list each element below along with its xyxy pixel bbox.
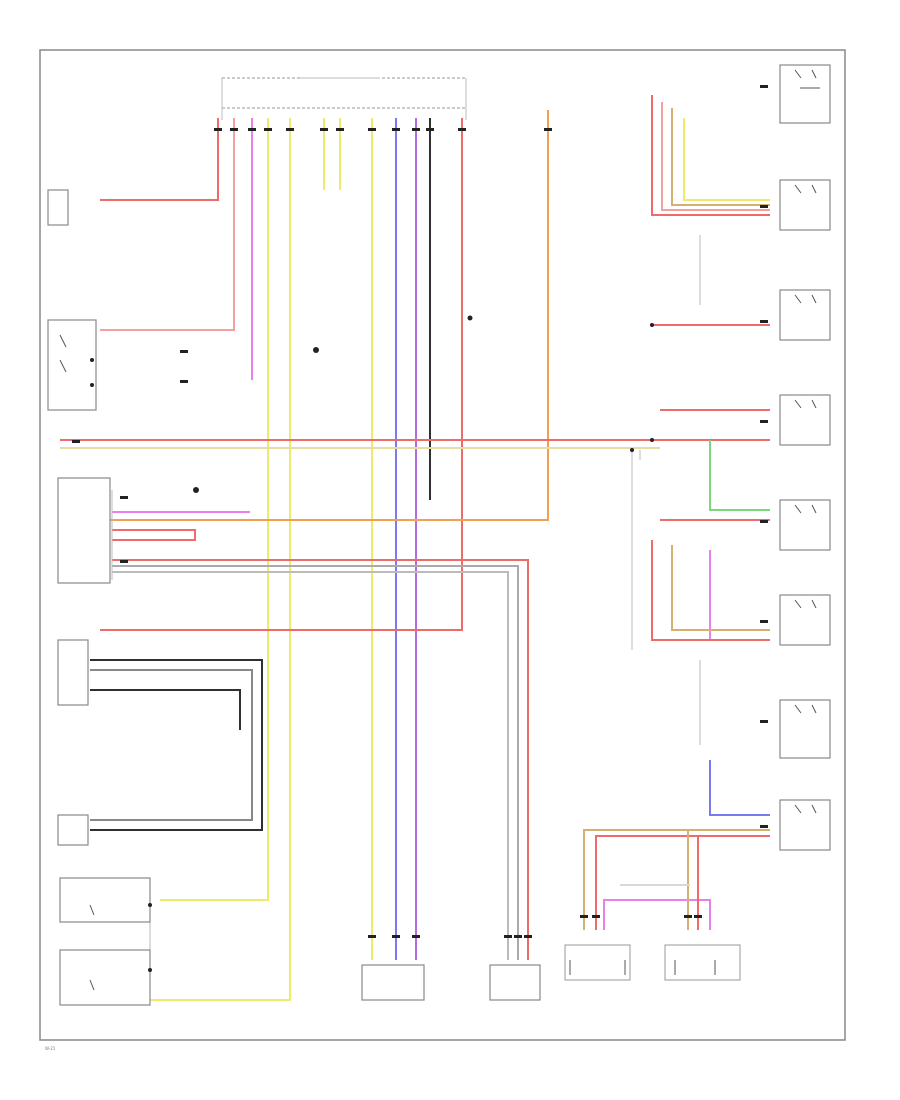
right-module-2 (779, 179, 831, 231)
wire-red-trunk-right (100, 118, 463, 631)
wire-yellow-1 (160, 118, 269, 901)
wire-red-mid (112, 559, 529, 960)
wire-magenta-right (709, 550, 770, 641)
connector-pins (72, 85, 768, 938)
splice-points (90, 315, 654, 972)
left-lower-module (57, 639, 89, 706)
right-module-6 (779, 594, 831, 646)
right-module-8 (779, 799, 831, 851)
module-symbols (59, 69, 820, 991)
left-central-module (57, 477, 111, 584)
wire-pink-1 (100, 118, 235, 331)
signal-lines (111, 235, 701, 1005)
wire-tan-right-vert (671, 108, 770, 206)
wire-yellow-2 (150, 118, 291, 1001)
wire-orange-1 (100, 110, 549, 521)
fuse-box (221, 77, 467, 120)
right-module-7 (779, 699, 831, 759)
wire-red-loop (651, 540, 770, 641)
left-bottom-box-2 (59, 949, 151, 1006)
wire-gray-mid-2 (112, 571, 509, 960)
wire-orange-sensor (583, 829, 770, 930)
wire-red-sensor (595, 835, 770, 930)
bottom-module-a (361, 964, 425, 1001)
wire-red-right-vert (651, 95, 770, 216)
right-module-5 (779, 499, 831, 551)
left-module-top (47, 189, 69, 226)
wires (60, 95, 770, 1001)
figure-id: W-21 (45, 1046, 56, 1051)
left-bottom-box-1 (59, 877, 151, 923)
components (47, 64, 831, 1006)
wire-black-loop-3 (90, 689, 241, 730)
right-module-4 (779, 394, 831, 446)
right-module-3 (779, 289, 831, 341)
bottom-sensor-b (664, 944, 741, 981)
wire-blue-right (709, 760, 770, 816)
wire-yellow-right-vert (683, 118, 770, 201)
wire-pink-loop (112, 529, 196, 541)
wire-black-loop-1 (90, 659, 263, 831)
wire-pink-right-vert (661, 102, 770, 211)
bottom-sensor-a (564, 944, 631, 981)
wire-gray-mid-1 (112, 565, 519, 960)
wire-green-right (709, 440, 770, 511)
wire-red-left-feed (100, 118, 219, 201)
left-switch-module (47, 319, 97, 411)
bottom-module-b (489, 964, 541, 1001)
diagram-border (39, 49, 846, 1041)
right-module-1 (779, 64, 831, 124)
left-small-module (57, 814, 89, 846)
wire-magenta-sensor (603, 899, 711, 930)
wire-tan-loop (671, 545, 770, 631)
wire-gray-loop-2 (90, 669, 253, 821)
